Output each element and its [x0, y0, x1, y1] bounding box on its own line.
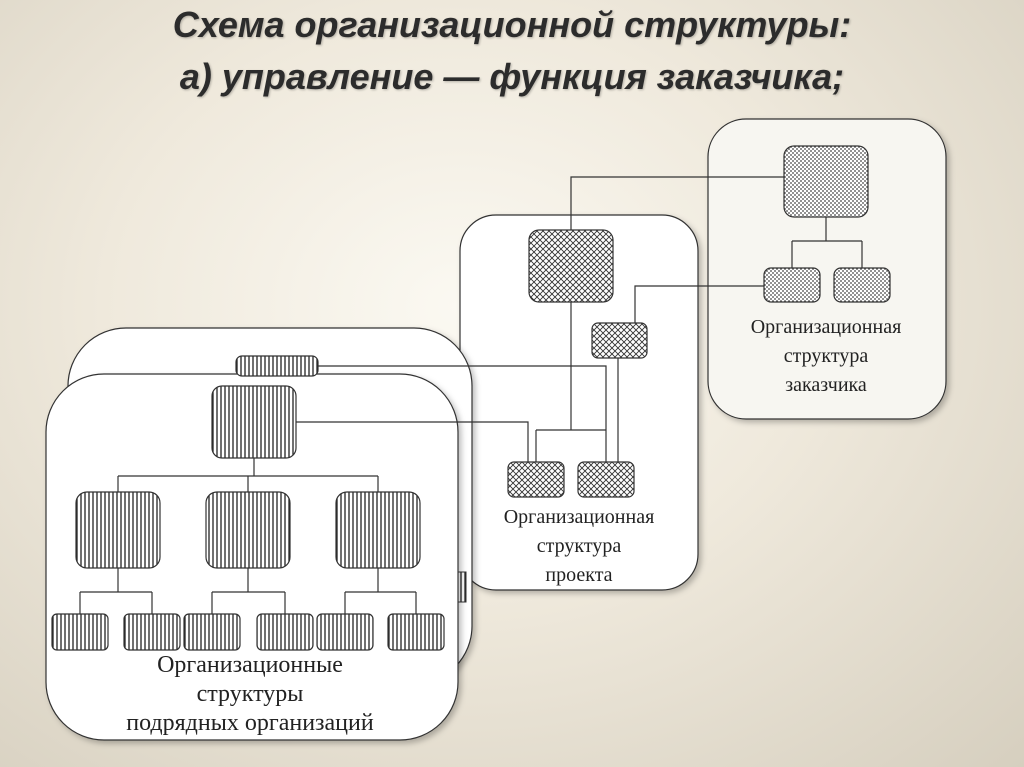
contractor-top-box: [211, 385, 297, 459]
customer-caption-line: структура: [784, 345, 869, 367]
project-caption-line: Организационная: [504, 506, 655, 528]
customer-sub-box: [833, 267, 891, 303]
contractor-leaf-box: [51, 613, 109, 651]
contractor-leaf-box: [183, 613, 241, 651]
customer-caption-line: Организационная: [751, 316, 902, 338]
title-line-1: Схема организационной структуры:: [172, 4, 852, 45]
contractor-mid-box: [335, 491, 421, 569]
customer-caption: Организационная структура заказчика: [751, 316, 902, 396]
project-sub-box: [591, 322, 648, 359]
project-top-box: [528, 229, 614, 303]
project-caption-line: структура: [537, 535, 622, 557]
customer-boxes: [763, 145, 891, 303]
project-boxes: [507, 229, 648, 498]
project-caption-line: проекта: [545, 564, 612, 586]
contractors-caption-line: подрядных организаций: [126, 710, 374, 736]
contractors-caption-line: структуры: [197, 681, 304, 707]
connector-lines: [79, 176, 863, 614]
project-sub-box: [577, 461, 635, 498]
customer-structure-panel: [707, 118, 947, 420]
contractor-mid-box: [75, 491, 161, 569]
project-sub-box: [507, 461, 565, 498]
title-line-2: а) управление — функция заказчика;: [179, 56, 845, 97]
contractor-leaf-box: [316, 613, 374, 651]
contractors-caption-line: Организационные: [157, 652, 343, 678]
contractor-mid-box: [205, 491, 291, 569]
project-caption: Организационная структура проекта: [504, 506, 655, 586]
customer-top-box: [783, 145, 869, 218]
contractor-leaf-box: [256, 613, 314, 651]
contractor-back-top-box: [235, 355, 319, 377]
contractor-boxes: [51, 355, 445, 651]
contractors-caption: Организационные структуры подрядных орга…: [126, 652, 374, 736]
customer-caption-line: заказчика: [785, 374, 867, 396]
contractor-leaf-box: [123, 613, 181, 651]
contractor-leaf-box: [387, 613, 445, 651]
customer-sub-box: [763, 267, 821, 303]
